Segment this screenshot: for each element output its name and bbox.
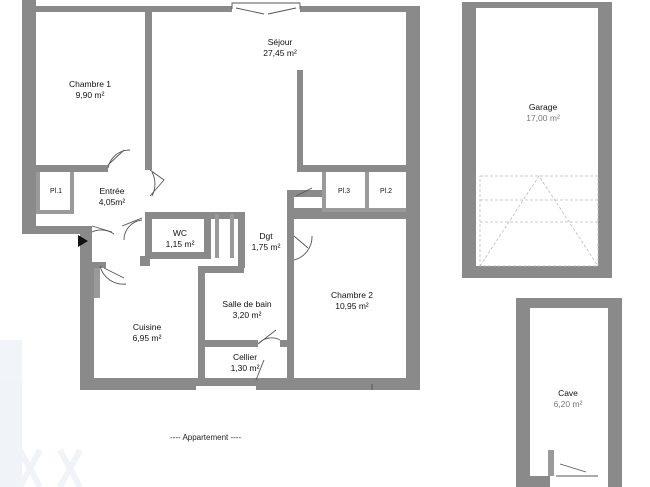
room-name: Garage (528, 102, 558, 112)
room-cuisine: Cuisine 6,95 m² (133, 322, 162, 344)
room-area: 4,05m² (98, 197, 126, 207)
room-area: 1,75 m² (251, 242, 281, 252)
room-name: WC (172, 228, 188, 238)
room-wc: WC 1,15 m² (166, 228, 195, 250)
room-garage: Garage 17,00 m² (526, 102, 560, 124)
room-area: 17,00 m² (526, 113, 560, 123)
room-salle-de-bain: Salle de bain 3,20 m² (222, 299, 271, 321)
room-pl2: Pl.2 (380, 186, 392, 197)
room-chambre-1: Chambre 1 9,90 m² (69, 79, 111, 101)
entrance-arrow-icon (78, 235, 88, 247)
room-name: Séjour (267, 37, 293, 47)
room-cellier: Cellier 1,30 m² (231, 352, 260, 374)
plan-caption: ---- Appartement ---- (170, 433, 242, 442)
room-area: 27,45 m² (263, 48, 297, 58)
interior-walls (36, 10, 412, 386)
room-dgt: Dgt 1,75 m² (252, 231, 281, 253)
room-name: Chambre 2 (330, 290, 374, 300)
door-swings (91, 2, 373, 390)
room-chambre-2: Chambre 2 10,95 m² (331, 290, 373, 312)
watermark-mark (0, 340, 83, 487)
room-area: 1,15 m² (165, 239, 195, 249)
room-name: Pl.1 (49, 188, 63, 195)
room-sejour: Séjour 27,45 m² (263, 37, 297, 59)
room-pl1: Pl.1 (50, 186, 62, 197)
apartment-walls (22, 0, 420, 390)
room-name: Pl.3 (337, 188, 351, 195)
room-entree: Entrée 4,05m² (99, 186, 125, 208)
room-name: Entrée (99, 186, 125, 196)
room-name: Cave (558, 388, 578, 398)
room-name: Salle de bain (222, 299, 272, 309)
room-area: 1,30 m² (230, 363, 260, 373)
room-area: 3,20 m² (232, 310, 262, 320)
room-name: Cuisine (132, 322, 162, 332)
room-pl3: Pl.3 (338, 186, 350, 197)
room-area: 9,90 m² (75, 90, 105, 100)
room-area: 10,95 m² (335, 301, 369, 311)
room-name: Pl.2 (379, 188, 393, 195)
room-name: Dgt (259, 231, 273, 241)
room-area: 6,20 m² (553, 399, 583, 409)
room-area: 6,95 m² (132, 333, 162, 343)
garage-walls (462, 2, 612, 278)
room-cave: Cave 6,20 m² (554, 388, 583, 410)
room-name: Cellier (232, 352, 258, 362)
room-name: Chambre 1 (68, 79, 112, 89)
cave-walls (516, 298, 622, 487)
